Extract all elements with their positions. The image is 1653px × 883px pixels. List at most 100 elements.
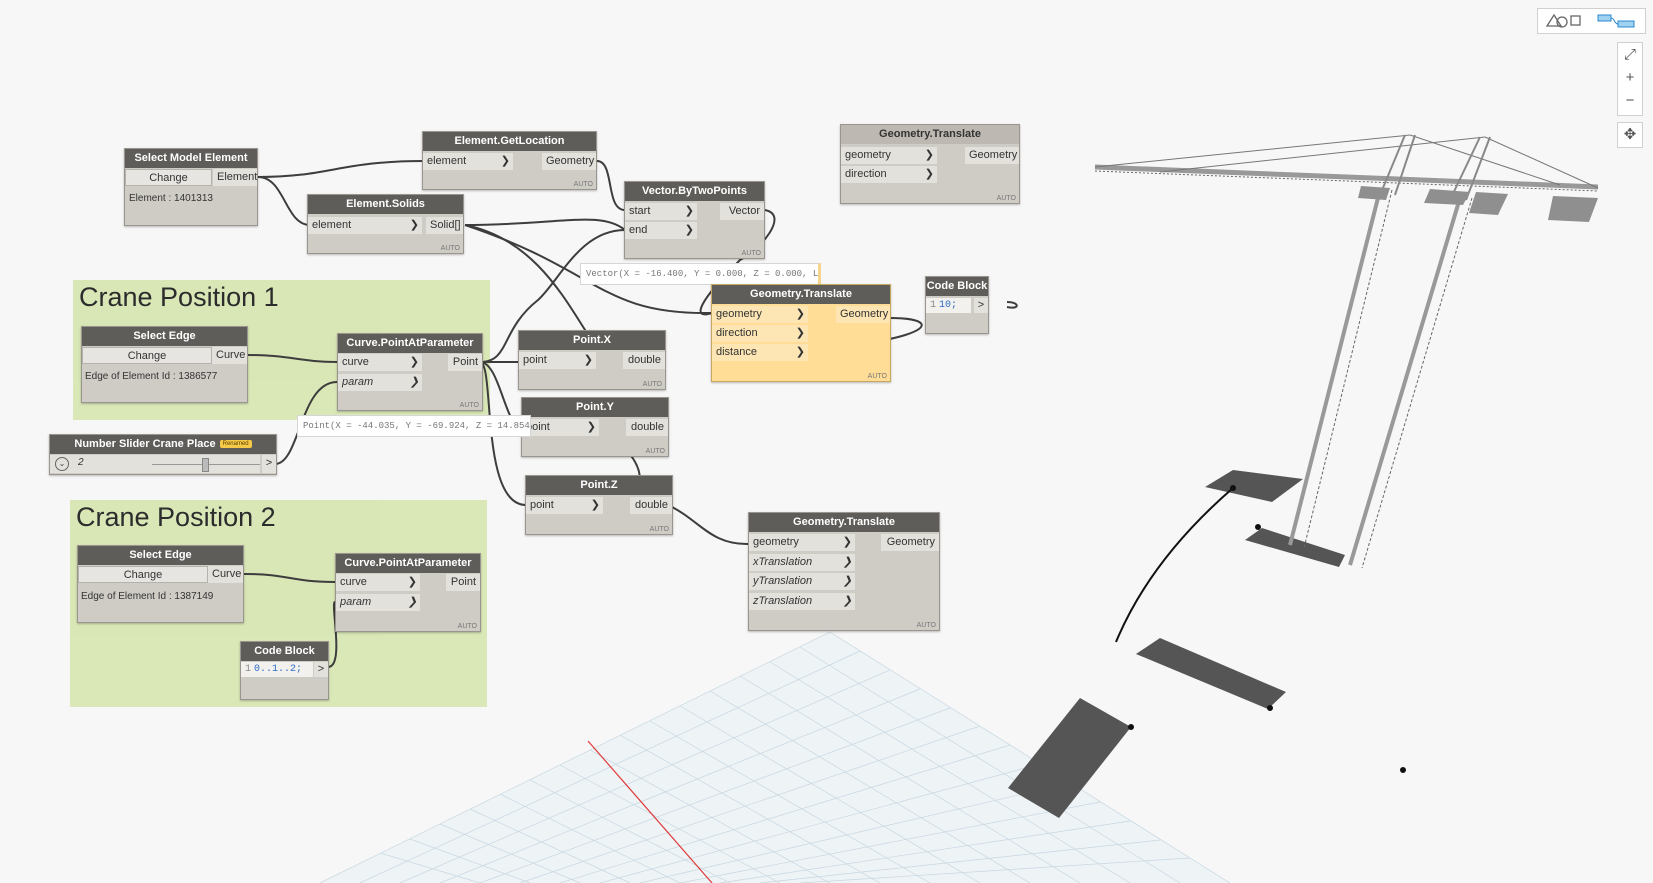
chevron-down-icon[interactable]: ⌄: [55, 457, 69, 471]
input-port-direction[interactable]: direction❯: [712, 325, 808, 342]
input-port-start[interactable]: start ❯: [625, 203, 697, 220]
node-geometry-translate-xyz[interactable]: Geometry.Translate geometry❯ xTranslatio…: [748, 512, 940, 631]
node-geometry-translate-selected[interactable]: Geometry.Translate geometry❯ direction❯ …: [711, 284, 891, 382]
node-curve-pointatparameter-2[interactable]: Curve.PointAtParameter curve❯ param❯ Poi…: [335, 553, 481, 632]
output-port-curve[interactable]: Curve: [208, 566, 243, 583]
output-port-solids[interactable]: Solid[]: [426, 217, 463, 234]
port-label: start: [629, 205, 651, 217]
element-info: Edge of Element Id : 1386577: [85, 371, 218, 382]
input-port-element[interactable]: element❯: [308, 217, 422, 234]
geometry-view-icon[interactable]: [1544, 12, 1584, 30]
node-select-edge-2[interactable]: Select Edge Change Curve Edge of Element…: [77, 545, 244, 623]
input-port-xtranslation[interactable]: xTranslation❯: [749, 554, 855, 571]
auto-label: AUTO: [867, 373, 887, 380]
chevron-right-icon: ❯: [407, 596, 417, 608]
graph-view-icon[interactable]: [1596, 12, 1638, 30]
node-select-edge-1[interactable]: Select Edge Change Curve Edge of Element…: [81, 326, 248, 403]
input-port-point[interactable]: point❯: [526, 497, 603, 514]
node-geometry-translate-top[interactable]: Geometry.Translate geometry❯ direction❯ …: [840, 124, 1020, 204]
auto-label: AUTO: [916, 622, 936, 629]
node-vector-bytwopoints[interactable]: Vector.ByTwoPoints start❯ end❯ Vector AU…: [624, 181, 765, 259]
input-port-direction[interactable]: direction❯: [841, 166, 937, 183]
input-port-curve[interactable]: curve❯: [338, 354, 422, 371]
pan-button[interactable]: ✥: [1623, 126, 1637, 143]
node-title: Point.Y: [522, 398, 668, 417]
node-point-z[interactable]: Point.Z point❯ double AUTO: [525, 475, 673, 535]
output-port-element[interactable]: Element: [213, 169, 257, 186]
output-port-double[interactable]: double: [623, 352, 665, 369]
vector-preview-tooltip: Vector(X = -16.400, Y = 0.000, Z = 0.000…: [580, 263, 821, 285]
output-port-double[interactable]: double: [630, 497, 672, 514]
node-title: Element.GetLocation: [423, 132, 596, 151]
output-port-point[interactable]: Point: [446, 574, 480, 591]
output-port-point[interactable]: Point: [448, 354, 482, 371]
chevron-right-icon: ❯: [583, 354, 593, 366]
node-select-model-element[interactable]: Select Model Element Change Element Elem…: [124, 148, 258, 226]
auto-label: AUTO: [996, 195, 1016, 202]
fit-view-button[interactable]: ⤢: [1623, 46, 1636, 63]
output-port-curve[interactable]: Curve: [212, 347, 247, 364]
output-port[interactable]: >: [262, 455, 276, 473]
change-button[interactable]: Change: [78, 566, 208, 583]
input-port-element[interactable]: element❯: [423, 153, 513, 170]
point-preview-tooltip: Point(X = -44.035, Y = -69.924, Z = 14.8…: [297, 415, 531, 437]
tower-crane: [1094, 134, 1599, 569]
slider-thumb[interactable]: [202, 458, 209, 472]
zoom-controls: ⤢ + −: [1617, 42, 1643, 116]
node-title: Select Edge: [82, 327, 247, 346]
input-port-ztranslation[interactable]: zTranslation❯: [749, 593, 855, 610]
output-port-geometry[interactable]: Geometry: [542, 153, 596, 170]
chevron-right-icon: ❯: [924, 168, 934, 180]
output-port-geometry[interactable]: Geometry: [836, 306, 890, 323]
change-button[interactable]: Change: [82, 347, 212, 364]
input-port-geometry[interactable]: geometry❯: [749, 534, 855, 551]
auto-label: AUTO: [741, 250, 761, 257]
node-element-getlocation[interactable]: Element.GetLocation element❯ Geometry AU…: [422, 131, 597, 190]
zoom-out-button[interactable]: −: [1625, 92, 1635, 109]
port-label: point: [523, 354, 547, 366]
node-element-solids[interactable]: Element.Solids element❯ Solid[] AUTO: [307, 194, 464, 254]
zoom-in-button[interactable]: +: [1625, 69, 1635, 86]
input-port-end[interactable]: end❯: [625, 222, 697, 239]
port-label: point: [530, 499, 554, 511]
chevron-right-icon: ❯: [795, 308, 805, 320]
output-port-double[interactable]: double: [626, 419, 668, 436]
chevron-right-icon: ❯: [407, 576, 417, 588]
input-port-point[interactable]: point ❯: [519, 352, 596, 369]
input-port-point[interactable]: point ❯: [522, 419, 599, 436]
input-port-param[interactable]: param❯: [338, 374, 422, 391]
output-port-vector[interactable]: Vector: [720, 203, 764, 220]
renamed-badge: Renamed: [219, 440, 252, 449]
chevron-right-icon: ❯: [586, 421, 596, 433]
node-point-x[interactable]: Point.X point❯ double AUTO: [518, 330, 666, 390]
node-title: Curve.PointAtParameter: [338, 334, 482, 353]
input-port-geometry[interactable]: geometry❯: [841, 147, 937, 164]
port-label: geometry: [845, 149, 891, 161]
output-port[interactable]: >: [314, 662, 328, 677]
node-point-y[interactable]: Point.Y point❯ double AUTO: [521, 397, 669, 457]
node-curve-pointatparameter-1[interactable]: Curve.PointAtParameter curve❯ param❯ Poi…: [337, 333, 483, 411]
change-button[interactable]: Change: [125, 169, 212, 186]
output-port[interactable]: >: [974, 298, 988, 313]
input-port-curve[interactable]: curve❯: [336, 574, 420, 591]
chevron-right-icon: ❯: [684, 205, 694, 217]
element-info: Edge of Element Id : 1387149: [81, 591, 214, 602]
input-port-ytranslation[interactable]: yTranslation❯: [749, 573, 855, 590]
input-port-distance[interactable]: distance❯: [712, 344, 808, 361]
slider-body: ⌄ 2: [50, 455, 260, 473]
port-label: point: [526, 421, 550, 433]
input-port-param[interactable]: param❯: [336, 594, 420, 611]
input-port-geometry[interactable]: geometry❯: [712, 306, 808, 323]
line-number: 1: [930, 300, 937, 311]
node-title: Select Edge: [78, 546, 243, 565]
output-port-geometry[interactable]: Geometry: [965, 147, 1019, 164]
slider-value[interactable]: 2: [78, 457, 84, 468]
output-port-geometry[interactable]: Geometry: [881, 534, 939, 551]
